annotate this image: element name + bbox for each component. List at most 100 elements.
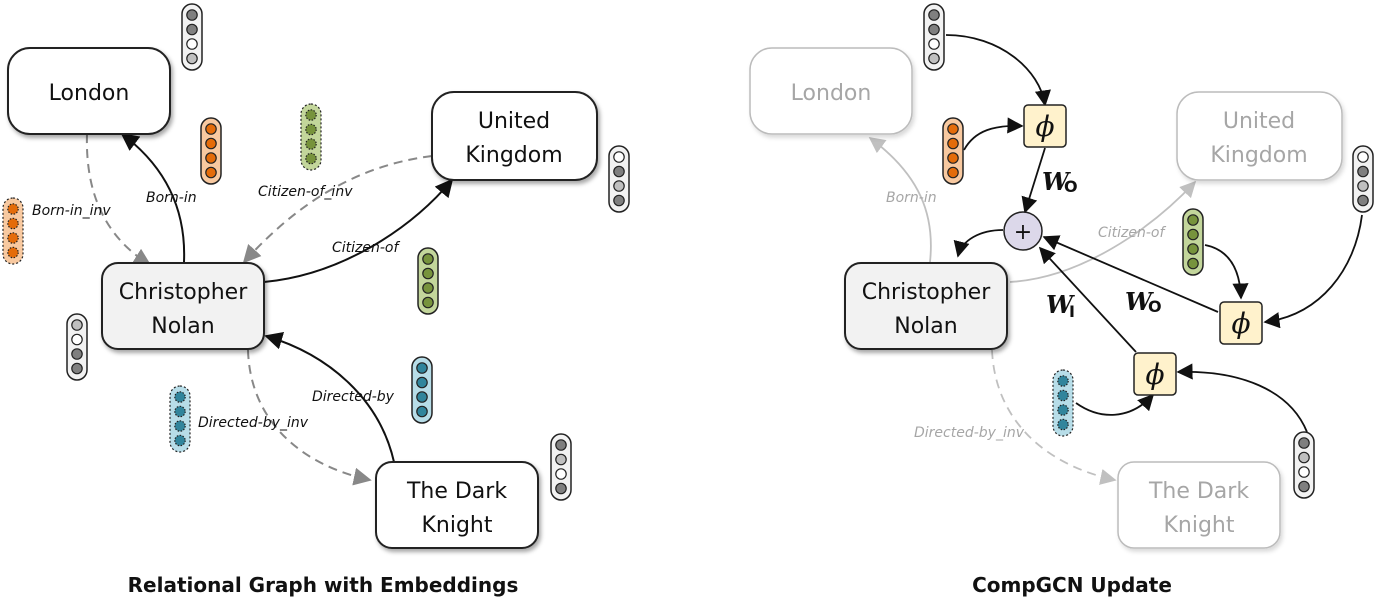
weight-subscript: O — [1064, 177, 1078, 196]
weight-w-out-top: W O — [1042, 167, 1078, 196]
arrow-citizen-embed-to-phi2 — [1204, 244, 1249, 300]
node-united-kingdom[interactable]: United Kingdom — [431, 91, 598, 181]
node-christopher-nolan[interactable]: Christopher Nolan — [101, 262, 265, 350]
embedding-dim — [613, 165, 625, 178]
weight-subscript: O — [1148, 297, 1162, 316]
node-label-line1: United — [1223, 109, 1295, 134]
edge-directed-by — [264, 331, 395, 463]
node-the-dark-knight-faded[interactable]: The Dark Knight — [1117, 461, 1281, 549]
edge-label-citizen-of-inv: Citizen-of_inv — [258, 184, 353, 200]
arrow-phi1-to-plus — [1021, 147, 1046, 214]
edge-citizen-of-inv — [242, 155, 433, 264]
embedding-dim — [422, 296, 434, 309]
arrow-uk-embed-to-phi2 — [1263, 214, 1363, 329]
node-the-dark-knight[interactable]: The Dark Knight — [375, 461, 539, 549]
embedding-dim — [1187, 214, 1199, 226]
embedding-dim — [1057, 375, 1069, 387]
embedding-dim — [186, 52, 198, 65]
phi-symbol: ϕ — [1231, 307, 1250, 340]
embedding-dim — [416, 405, 428, 418]
node-label-line2: Nolan — [151, 314, 214, 339]
embedding-dim — [1298, 451, 1310, 464]
embedding-dim — [7, 203, 19, 215]
embedding-vectors — [2, 3, 1374, 501]
embedding-dim — [305, 109, 317, 121]
node-label-line2: Nolan — [894, 314, 957, 339]
weight-w: W — [1046, 290, 1075, 319]
edge-born-in — [120, 132, 186, 263]
node-label-line1: United — [478, 109, 550, 134]
edges — [85, 132, 454, 486]
embedding-dim — [186, 9, 198, 21]
phi-symbol: ϕ — [1145, 358, 1164, 391]
node-label-line1: Christopher — [862, 280, 991, 305]
edge-label-citizen-of-faded: Citizen-of — [1098, 225, 1166, 241]
embedding-dim — [416, 362, 428, 374]
phi-box-directed-by[interactable]: ϕ — [1133, 352, 1177, 396]
embedding-dim — [186, 38, 198, 50]
node-london[interactable]: London — [7, 47, 171, 135]
embedding-dim — [947, 123, 959, 135]
embedding-dim — [555, 439, 567, 451]
embedding-dim — [928, 23, 940, 36]
entity-embedding-uk — [608, 145, 630, 213]
weight-subscript: I — [1069, 302, 1075, 321]
relation-embedding-directed-by-inv-r — [1052, 369, 1074, 437]
embedding-dim — [1057, 418, 1069, 431]
node-label-line2: Knight — [421, 513, 492, 538]
embedding-dim — [613, 194, 625, 207]
embedding-dim — [71, 348, 83, 360]
embedding-dim — [928, 38, 940, 50]
edge-label-directed-by-inv-faded: Directed-by_inv — [914, 425, 1025, 441]
edge-label-directed-by: Directed-by — [312, 389, 395, 405]
embedding-dim — [305, 152, 317, 165]
embedding-dim — [7, 232, 19, 244]
node-christopher-nolan-active[interactable]: Christopher Nolan — [844, 262, 1008, 350]
edge-directed-by-inv-faded — [991, 349, 1117, 485]
faded-edges — [868, 137, 1197, 485]
embedding-dim — [928, 9, 940, 21]
aggregation-plus[interactable]: + — [1003, 211, 1043, 251]
embedding-dim — [71, 333, 83, 346]
node-london-faded[interactable]: London — [749, 47, 913, 135]
right-panel: London United Kingdom Christopher Nolan … — [749, 34, 1363, 597]
node-label-line1: The Dark — [1148, 479, 1249, 504]
edge-label-citizen-of: Citizen-of — [332, 240, 400, 256]
left-caption: Relational Graph with Embeddings — [128, 573, 519, 597]
relation-embedding-born-in — [200, 117, 222, 185]
embedding-dim — [1298, 466, 1310, 478]
embedding-dim — [174, 391, 186, 403]
entity-embedding-tdk-r — [1293, 431, 1315, 499]
phi-box-citizen-of[interactable]: ϕ — [1219, 301, 1263, 345]
embedding-dim — [928, 52, 940, 65]
embedding-dim — [205, 123, 217, 135]
embedding-dim — [305, 123, 317, 136]
embedding-dim — [71, 362, 83, 375]
arrow-bornin-embed-to-phi1 — [963, 117, 1024, 151]
embedding-dim — [947, 152, 959, 164]
phi-symbol: ϕ — [1035, 110, 1054, 143]
arrow-phi2-to-plus — [1042, 235, 1219, 313]
embedding-dim — [205, 137, 217, 150]
relation-embedding-citizen-of-inv — [300, 103, 322, 171]
edge-born-in-inv — [85, 133, 152, 266]
plus-symbol: + — [1014, 220, 1032, 245]
embedding-dim — [1357, 194, 1369, 207]
weight-w: W — [1042, 167, 1071, 196]
edge-label-born-in: Born-in — [146, 190, 197, 206]
embedding-dim — [305, 138, 317, 150]
embedding-dim — [1057, 389, 1069, 402]
embedding-dim — [186, 23, 198, 36]
relation-embedding-directed-by — [411, 356, 433, 424]
phi-box-born-in[interactable]: ϕ — [1023, 104, 1067, 148]
node-label-line1: The Dark — [406, 479, 507, 504]
embedding-dim — [613, 151, 625, 163]
embedding-dim — [1298, 480, 1310, 493]
embedding-dim — [416, 376, 428, 389]
edge-label-born-in-faded: Born-in — [886, 190, 937, 206]
update-arrows — [945, 34, 1363, 433]
arrow-tdk-embed-to-phi3 — [1176, 363, 1308, 433]
embedding-dim — [1357, 180, 1369, 192]
edge-label-directed-by-inv: Directed-by_inv — [198, 415, 309, 431]
node-united-kingdom-faded[interactable]: United Kingdom — [1176, 91, 1343, 181]
